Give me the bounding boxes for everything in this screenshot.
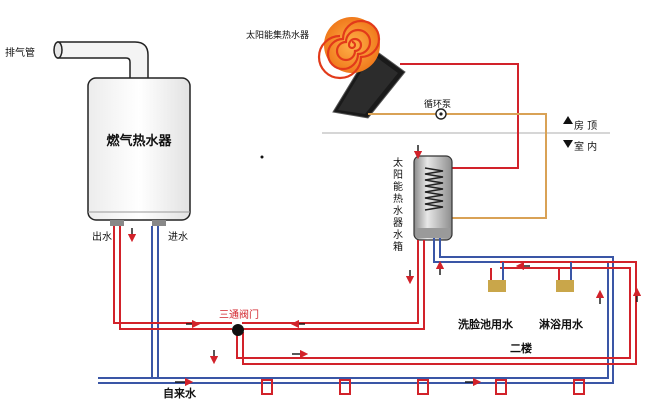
solar-hot-loop-pipe <box>400 63 519 169</box>
roof-divider: 房 顶 室 内 <box>322 116 610 153</box>
bottom-branch-fixtures <box>261 379 585 395</box>
valve-icon <box>232 324 244 336</box>
tap-water-main-pipe <box>98 226 614 384</box>
basin-label: 洗脸池用水 <box>458 317 514 331</box>
shower-label: 淋浴用水 <box>539 317 584 331</box>
svg-text:能: 能 <box>393 180 403 193</box>
svg-text:水: 水 <box>393 229 403 241</box>
tank-vertical-label: 太 阳 能 热 水 器 水 箱 <box>393 156 403 253</box>
basin-fixture <box>488 262 506 292</box>
exhaust-pipe: 排气管 <box>5 41 149 83</box>
three-way-valve-label: 三通阀门 <box>219 308 259 321</box>
svg-text:太: 太 <box>393 156 403 169</box>
solar-collector-label: 太阳能集热水器 <box>246 29 309 41</box>
up-triangle-icon <box>563 116 573 124</box>
solar-collector: 太阳能集热水器 <box>246 17 406 119</box>
indoor-label: 室 内 <box>574 140 597 153</box>
down-triangle-icon <box>563 140 573 148</box>
shower-fixture <box>556 262 574 292</box>
sun-spiral-icon <box>317 17 381 80</box>
water-in-label: 进水 <box>168 231 188 243</box>
svg-text:箱: 箱 <box>393 240 403 253</box>
second-floor-label: 二楼 <box>510 341 532 355</box>
solar-return-pipe <box>368 113 547 219</box>
pump-icon <box>435 108 447 120</box>
svg-text:阳: 阳 <box>393 169 403 181</box>
svg-text:水: 水 <box>393 205 403 217</box>
svg-text:器: 器 <box>393 217 403 229</box>
gas-heater-label: 燃气热水器 <box>106 133 172 149</box>
tap-water-label: 自来水 <box>163 386 197 400</box>
hot-water-pipe <box>113 226 637 365</box>
solar-water-tank <box>413 155 453 241</box>
pump-label: 循环泵 <box>424 98 451 110</box>
roof-top-label: 房 顶 <box>574 119 597 132</box>
gas-water-heater: 燃气热水器 <box>87 77 191 226</box>
svg-text:热: 热 <box>393 192 403 205</box>
exhaust-label: 排气管 <box>5 46 35 59</box>
water-out-label: 出水 <box>92 230 112 243</box>
flow-arrows <box>127 145 642 387</box>
